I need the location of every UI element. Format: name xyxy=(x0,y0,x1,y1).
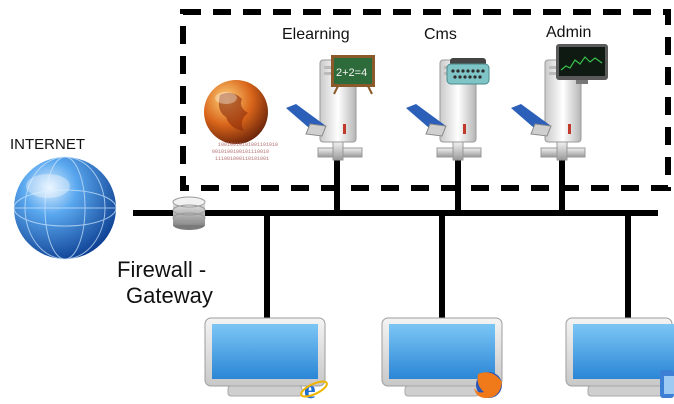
client-workstation-1: e xyxy=(204,317,328,404)
usb-connector-icon xyxy=(406,104,447,137)
internet-explorer-icon: e xyxy=(300,375,328,404)
typewriter-icon xyxy=(446,58,490,85)
binary-stream-decoration: 10010010101001101010 0010100100101110010… xyxy=(212,142,278,162)
svg-text:10010010101001101010: 10010010101001101010 xyxy=(218,142,278,148)
firewall-label-line2: Gateway xyxy=(126,283,213,308)
server-label-cms: Cms xyxy=(424,26,457,43)
server-cms xyxy=(406,58,490,161)
firewall-label-line1: Firewall - xyxy=(117,257,206,282)
client-workstation-2 xyxy=(381,317,503,398)
server-admin xyxy=(511,44,608,161)
firewall-gateway-icon xyxy=(172,196,206,230)
internet-label: INTERNET xyxy=(10,136,85,153)
svg-text:111001000110101001: 111001000110101001 xyxy=(215,156,269,162)
apple-finder-icon xyxy=(660,370,674,398)
web-globe-icon xyxy=(204,80,268,144)
chalkboard-icon: 2+2=4 xyxy=(331,55,375,95)
svg-text:0010100100101110010: 0010100100101110010 xyxy=(212,149,269,155)
usb-connector-icon xyxy=(286,104,327,137)
client-workstation-3 xyxy=(565,317,674,398)
chalkboard-text: 2+2=4 xyxy=(336,67,367,79)
server-elearning: 2+2=4 xyxy=(286,55,375,161)
usb-connector-icon xyxy=(511,104,552,137)
svg-text:e: e xyxy=(304,375,316,404)
server-label-admin: Admin xyxy=(546,24,591,41)
firefox-icon xyxy=(474,372,502,398)
terminal-monitor-icon xyxy=(556,44,608,84)
server-zone-boundary xyxy=(180,9,671,191)
server-label-elearning: Elearning xyxy=(282,26,350,43)
network-cables xyxy=(133,160,658,318)
internet-globe-icon xyxy=(13,156,117,260)
